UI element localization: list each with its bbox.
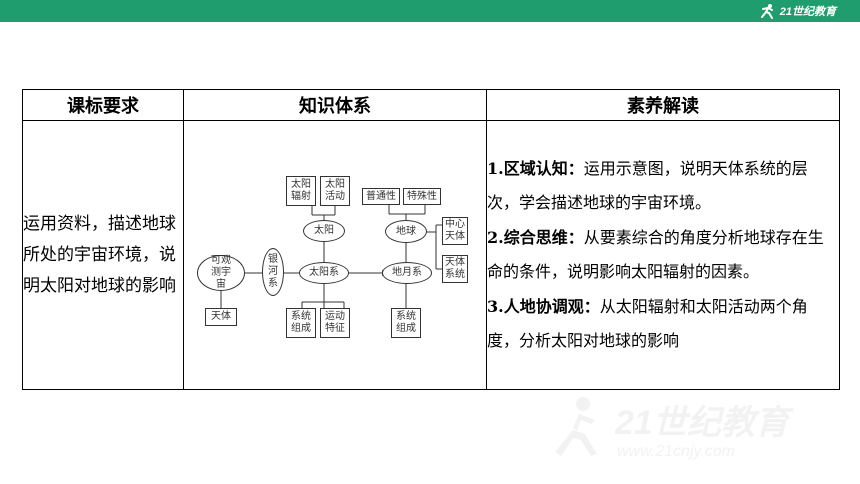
standard-cell: 运用资料，描述地球所处的宇宙环境，说明太阳对地球的影响	[22, 120, 184, 390]
literacy-text: 从太阳辐射和太阳活动两个角度，分析太阳对地球的影响	[487, 296, 808, 351]
logo-text: 21世纪教育	[779, 6, 836, 18]
node-earth-moon-system: 地月系	[382, 262, 432, 284]
node-solar-radiation: 太阳辐射	[286, 176, 316, 206]
knowledge-diagram-cell: 太阳辐射 太阳活动 普通性 特殊性 太阳 地球 中心天体 天体系统 可观测宇宙 …	[183, 120, 487, 390]
node-milky-way: 银河系	[262, 248, 284, 296]
table-body-row: 运用资料，描述地球所处的宇宙环境，说明太阳对地球的影响	[22, 120, 840, 390]
literacy-head: 3.人地协调观：	[487, 296, 600, 316]
literacy-cell: 1.区域认知：运用示意图，说明天体系统的层次，学会描述地球的宇宙环境。 2.综合…	[486, 120, 840, 390]
header-standard: 课标要求	[22, 89, 184, 121]
node-sun: 太阳	[303, 220, 345, 242]
node-universality: 普通性	[362, 188, 400, 205]
node-system-composition-earth: 系统组成	[391, 308, 421, 338]
node-particularity: 特殊性	[403, 188, 441, 205]
watermark-url-text: www.21cnjy.com	[617, 443, 735, 460]
node-body-system: 天体系统	[442, 255, 468, 283]
node-observable-universe: 可观测宇宙	[197, 255, 245, 291]
header-knowledge: 知识体系	[183, 89, 487, 121]
literacy-head: 1.区域认知：	[487, 158, 584, 178]
node-motion-feature: 运动特征	[320, 308, 350, 338]
knowledge-diagram: 太阳辐射 太阳活动 普通性 特殊性 太阳 地球 中心天体 天体系统 可观测宇宙 …	[184, 121, 486, 389]
watermark-logo-text: 21世纪教育	[614, 404, 794, 442]
node-center-body: 中心天体	[442, 217, 468, 245]
literacy-item: 1.区域认知：运用示意图，说明天体系统的层次，学会描述地球的宇宙环境。	[487, 152, 839, 221]
literacy-text: 运用示意图，说明天体系统的层次，学会描述地球的宇宙环境。	[487, 158, 808, 213]
top-header-bar: 21世纪教育	[0, 0, 860, 22]
curriculum-table: 课标要求 知识体系 素养解读 运用资料，描述地球所处的宇宙环境，说明太阳对地球的…	[22, 89, 840, 390]
literacy-item: 3.人地协调观：从太阳辐射和太阳活动两个角度，分析太阳对地球的影响	[487, 290, 839, 359]
header-literacy: 素养解读	[486, 89, 840, 121]
runner-icon	[760, 4, 773, 19]
table-header-row: 课标要求 知识体系 素养解读	[22, 89, 840, 121]
literacy-text: 从要素综合的角度分析地球存在生命的条件，说明影响太阳辐射的因素。	[487, 227, 824, 282]
node-celestial-body: 天体	[205, 308, 237, 326]
node-solar-system: 太阳系	[299, 262, 349, 284]
node-solar-activity: 太阳活动	[320, 176, 350, 206]
literacy-head: 2.综合思维：	[487, 227, 584, 247]
node-earth: 地球	[385, 220, 427, 243]
literacy-item: 2.综合思维：从要素综合的角度分析地球存在生命的条件，说明影响太阳辐射的因素。	[487, 221, 839, 290]
node-system-composition-solar: 系统组成	[286, 308, 316, 338]
brand-logo: 21世纪教育	[758, 2, 836, 20]
brand-watermark: 21世纪教育 www.21cnjy.com	[555, 397, 794, 460]
